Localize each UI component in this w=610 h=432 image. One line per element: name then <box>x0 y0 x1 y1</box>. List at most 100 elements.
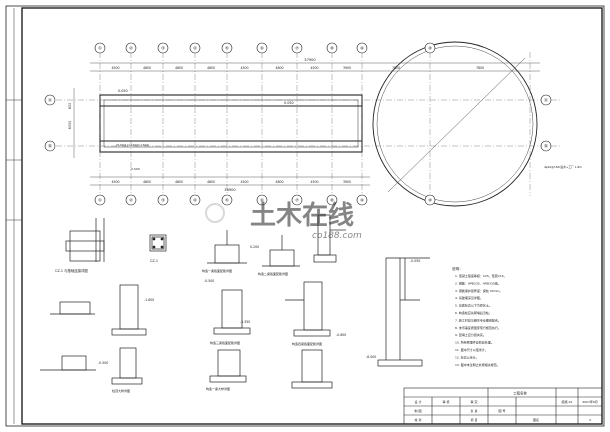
axis-bubble-label: ② <box>129 46 133 51</box>
drawing-name-label: 图名 <box>533 417 539 422</box>
level-1: 0.200 <box>250 245 259 249</box>
span-dimension-top: 4800 <box>207 66 215 70</box>
watermark-cn: 土木在线 <box>250 201 354 231</box>
tb-mid-3: 项 目 <box>471 418 478 422</box>
plan-note-2: -0.500 <box>130 167 140 171</box>
level-2: -0.500 <box>204 279 214 283</box>
drawing-date: 2007年6月 <box>582 399 598 404</box>
span-dimension-top: 4800 <box>175 66 183 70</box>
span-dimension-bottom: 4500 <box>240 180 248 184</box>
tb-label-4: 审 核 <box>443 399 450 404</box>
level-3: -0.050 <box>410 259 420 263</box>
notes-heading: 说明： <box>452 266 463 271</box>
axis-bubble: ① <box>94 194 106 206</box>
horizontal-grid-lines <box>56 99 560 147</box>
note-line: 13. 图中未注明之处按相关规范。 <box>455 362 500 367</box>
drawing-number-label: 图 号 <box>499 408 506 413</box>
axis-bubbles-side: Ⓐ Ⓐ Ⓑ Ⓑ <box>44 94 552 152</box>
axis-bubble-label: Ⓑ <box>48 143 53 150</box>
axis-bubble-label: Ⓐ <box>48 97 53 104</box>
detail-title-beam2: 构造二梁截面配筋详图 <box>258 271 288 276</box>
note-line: 3. 钢筋保护层厚度：梁柱 30mm。 <box>455 288 502 293</box>
axis-bubble-label: ⑦ <box>295 46 299 51</box>
axis-bubble-label: ⑩ <box>428 198 432 203</box>
axis-bubble-label: ④ <box>193 46 197 51</box>
tb-mid-1: 审 定 <box>471 399 478 404</box>
detail-cz1-section <box>149 234 167 252</box>
binding-strip <box>6 8 22 424</box>
detail-drawings <box>40 214 430 389</box>
detail-lower-6 <box>111 347 143 385</box>
left-dim-1: 600 <box>68 103 72 109</box>
inner-outline <box>103 99 359 148</box>
dimension-lines <box>73 62 540 186</box>
axis-bubble: ① <box>94 42 106 54</box>
span-dimension-bottom: 4500 <box>111 180 119 184</box>
axis-bubble-label: ① <box>98 46 102 51</box>
axis-bubble-label: ⑤ <box>225 46 229 51</box>
span-dimension-bottom: 4800 <box>275 180 283 184</box>
axis-bubble-label: ⑥ <box>260 46 264 51</box>
detail-levels: 0.200 -0.500 -0.050 -6.000 -1.600 -5.350… <box>98 245 420 365</box>
note-line: 5. 基底标高以下为原状土。 <box>455 303 492 308</box>
axis-bubble: Ⓑ <box>540 140 552 152</box>
tb-label-1: 设 计 <box>415 399 422 404</box>
span-dimension-top: 4500 <box>111 66 119 70</box>
span-dimension-top: 4800 <box>143 66 151 70</box>
note-line: 9. 回填土应分层夹实。 <box>455 332 486 337</box>
watermark-en: co188.com <box>312 231 362 241</box>
note-line: 2. 钢筋：HPB235、HRB335级。 <box>455 280 501 285</box>
left-dim-2: 6000 <box>68 121 72 130</box>
axis-bubble-label: ⑩ <box>428 46 432 51</box>
span-dimension-top: 7800 <box>476 66 484 70</box>
note-line: 4. 基础埋深见详图。 <box>455 295 483 300</box>
axis-bubble: ⑧ <box>326 42 338 54</box>
axis-bubble-label: ③ <box>161 198 165 203</box>
plan-note-1: 2100(1)×120(h)×600 <box>116 143 149 147</box>
total-length-top: 37900 <box>304 58 316 62</box>
axis-bubble: ④ <box>189 194 201 206</box>
axis-bubble: ⑦ <box>291 42 303 54</box>
axis-bubble: ⑥ <box>256 42 268 54</box>
span-dimension-top: 3900 <box>343 66 351 70</box>
axis-bubble-label: Ⓑ <box>544 143 549 150</box>
circular-tank <box>372 41 538 207</box>
detail-lower-5 <box>40 355 96 371</box>
axis-bubble: ③ <box>157 42 169 54</box>
level-5: -1.600 <box>144 298 154 302</box>
note-line: 12. 标高以米计。 <box>455 354 479 359</box>
axis-bubble: ③ <box>157 194 169 206</box>
level-6: -5.350 <box>240 320 250 324</box>
axis-bubble-label: Ⓐ <box>544 97 549 104</box>
detail-title-beam4: 构造四梁截面配筋详图 <box>292 341 322 346</box>
axis-bubble: ⑨ <box>356 194 368 206</box>
axis-bubble: ⑥ <box>256 194 268 206</box>
tb-label-2: 制 图 <box>415 408 422 413</box>
project-name: 工程名称 <box>513 391 527 396</box>
axis-bubble-label: ⑧ <box>330 198 334 203</box>
detail-title-cz1-col: CZ-1 <box>150 259 158 263</box>
axis-bubble: ④ <box>189 42 201 54</box>
note-line: 11. 图中尺寸以毫米计。 <box>455 347 488 352</box>
level-7: -0.500 <box>98 361 108 365</box>
drawing-number: 结施-01 <box>562 399 573 404</box>
axis-bubble-label: ⑥ <box>260 198 264 203</box>
level-8: -0.600 <box>336 333 346 337</box>
axis-bubble: ② <box>125 194 137 206</box>
axis-bubble: Ⓐ <box>540 94 552 106</box>
level-4: -6.000 <box>366 355 376 359</box>
detail-beam-2 <box>262 235 300 267</box>
span-dimension-top: 4500 <box>240 66 248 70</box>
beam-lines <box>100 105 362 142</box>
axis-bubble: Ⓑ <box>44 140 56 152</box>
axis-bubble-label: ⑤ <box>225 198 229 203</box>
detail-title-beam3: 构造三梁截面配筋详图 <box>210 340 240 345</box>
axis-bubble: ⑩ <box>424 42 436 54</box>
axis-bubble: ⑨ <box>356 42 368 54</box>
detail-cz1-base <box>65 218 105 262</box>
tank-diameter-line <box>387 57 526 193</box>
detail-lower-1 <box>50 301 95 315</box>
elevation-1: 0.050 <box>118 89 128 93</box>
